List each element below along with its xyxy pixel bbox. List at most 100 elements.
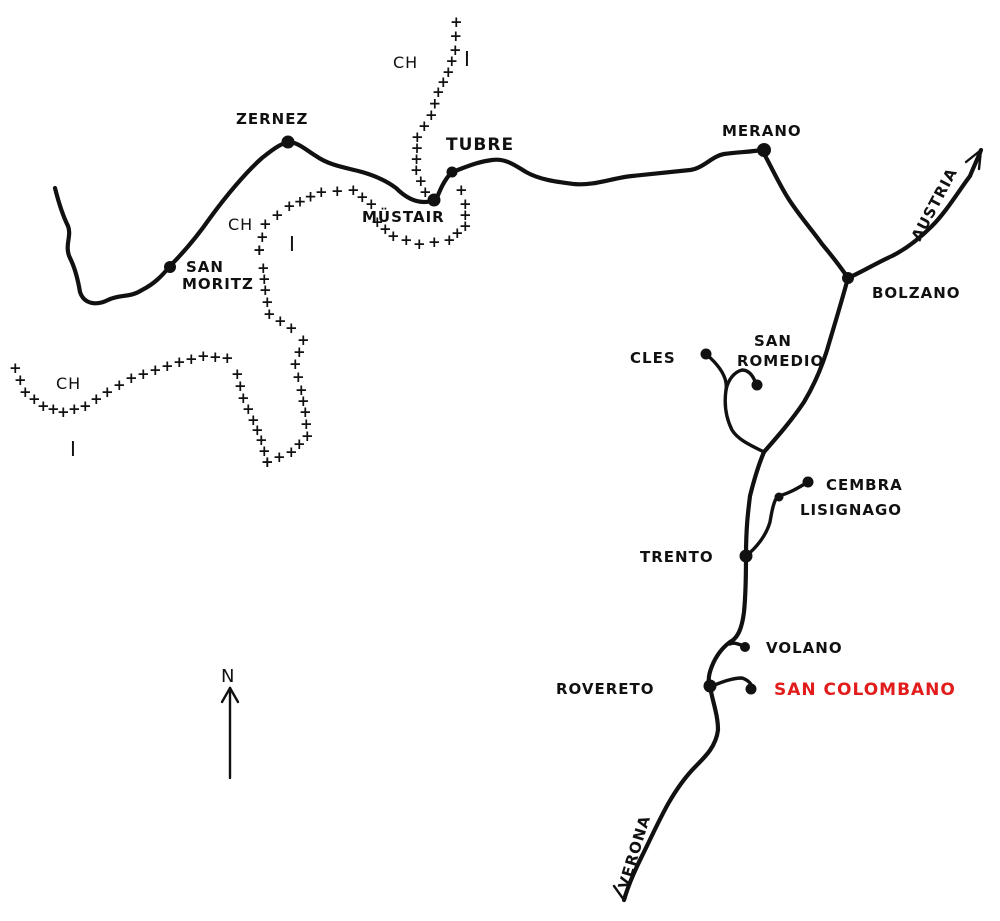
label-mustair: MÜSTAIR xyxy=(362,207,445,226)
border-mark: + xyxy=(90,390,103,408)
border-mark: + xyxy=(14,371,27,389)
border-mark: + xyxy=(185,350,198,368)
branch-cembra xyxy=(744,480,810,558)
border-mark: + xyxy=(261,453,274,471)
town-dot-merano xyxy=(757,143,771,157)
border-mark: + xyxy=(68,400,81,418)
border-mark: + xyxy=(301,427,314,445)
border-mark: + xyxy=(209,348,222,366)
branch-san-colombano xyxy=(710,676,754,690)
austria-arrow-head xyxy=(964,148,983,171)
compass-north-label: N xyxy=(221,666,234,687)
border-mark: + xyxy=(259,215,272,233)
border-mark: + xyxy=(449,41,462,59)
town-dots xyxy=(164,135,854,695)
label-cles: CLES xyxy=(630,349,676,367)
border-mark: + xyxy=(292,368,305,386)
border-mark: + xyxy=(257,259,270,277)
border-mark: + xyxy=(451,224,464,242)
north-arrow xyxy=(220,686,240,780)
border-mark: + xyxy=(411,128,424,146)
border-mark: + xyxy=(413,235,426,253)
border-mark: + xyxy=(443,231,456,249)
border-mark: + xyxy=(432,83,445,101)
border-mark: + xyxy=(356,188,369,206)
town-dot-lisignago xyxy=(774,492,784,502)
verona-arrow-head xyxy=(612,881,632,902)
border-mark: + xyxy=(289,355,302,373)
road-bolzano-trento xyxy=(743,275,851,559)
border-mark: + xyxy=(263,305,276,323)
border-mark: + xyxy=(28,390,41,408)
label-san-romedio-2: ROMEDIO xyxy=(737,352,824,370)
label-cembra: CEMBRA xyxy=(826,476,903,494)
town-dot-rovereto xyxy=(703,679,717,693)
road-west-start xyxy=(52,139,291,306)
border-mark: + xyxy=(261,293,274,311)
border-mark: + xyxy=(197,347,210,365)
border-mark: + xyxy=(259,281,272,299)
country-ch-west: CH xyxy=(56,374,81,393)
border-mark: + xyxy=(455,181,468,199)
border-mark: + xyxy=(331,182,344,200)
town-dot-cembra xyxy=(802,476,814,488)
country-i-north: I xyxy=(464,47,470,71)
town-dot-volano xyxy=(740,642,750,652)
border-mark: + xyxy=(149,361,162,379)
border-mark: + xyxy=(173,353,186,371)
branch-san-romedio xyxy=(724,368,758,392)
border-mark: + xyxy=(300,415,313,433)
border-mark: + xyxy=(450,27,463,45)
border-mark: + xyxy=(429,95,442,113)
border-mark: + xyxy=(9,359,22,377)
border-mark: + xyxy=(242,400,255,418)
town-dot-zernez xyxy=(281,135,295,149)
border-mark: + xyxy=(253,241,266,259)
label-san-moritz-2: MORITZ xyxy=(182,275,254,293)
town-dot-trento xyxy=(739,549,753,563)
border-mark: + xyxy=(47,400,60,418)
road-tubre-merano xyxy=(449,147,765,187)
border-mark: + xyxy=(256,228,269,246)
country-i-mid: I xyxy=(289,232,295,256)
border-mark: + xyxy=(125,369,138,387)
label-san-colombano: SAN COLOMBANO xyxy=(774,680,956,700)
border-mark: + xyxy=(315,183,328,201)
town-dot-san-colombano xyxy=(745,683,757,695)
border-mark: + xyxy=(410,150,423,168)
border-mark: + xyxy=(19,383,32,401)
border-mark: + xyxy=(297,392,310,410)
border-mark: + xyxy=(293,343,306,361)
label-bolzano: BOLZANO xyxy=(872,284,961,302)
border-mark: + xyxy=(293,435,306,453)
border-mark: + xyxy=(253,241,266,259)
town-dot-san-romedio xyxy=(751,379,763,391)
border-mark: + xyxy=(283,197,296,215)
border-mark: + xyxy=(365,195,378,213)
branch-cles xyxy=(704,352,766,454)
label-lisignago: LISIGNAGO xyxy=(800,501,902,519)
border-mark: + xyxy=(442,63,455,81)
label-trento: TRENTO xyxy=(640,548,714,566)
border-mark: + xyxy=(255,431,268,449)
main-route xyxy=(52,139,984,903)
border-mark: + xyxy=(258,270,271,288)
road-zernez-mustair xyxy=(285,139,439,205)
border-mark: + xyxy=(231,365,244,383)
label-rovereto: ROVERETO xyxy=(556,680,655,698)
border-mark: + xyxy=(459,217,472,235)
border-mark: + xyxy=(425,106,438,124)
road-merano-bolzano xyxy=(759,147,851,281)
border-mark: + xyxy=(113,376,126,394)
town-dot-cles xyxy=(700,348,712,360)
border-mark: + xyxy=(273,448,286,466)
direction-verona: VERONA xyxy=(615,813,655,891)
road-bolzano-austria xyxy=(845,147,984,281)
border-mark: + xyxy=(37,397,50,415)
border-mark: + xyxy=(237,389,250,407)
border-mark: + xyxy=(57,403,70,421)
border-mark: + xyxy=(295,381,308,399)
label-volano: VOLANO xyxy=(766,639,843,657)
border-mark: + xyxy=(234,377,247,395)
border-mark: + xyxy=(446,52,459,70)
